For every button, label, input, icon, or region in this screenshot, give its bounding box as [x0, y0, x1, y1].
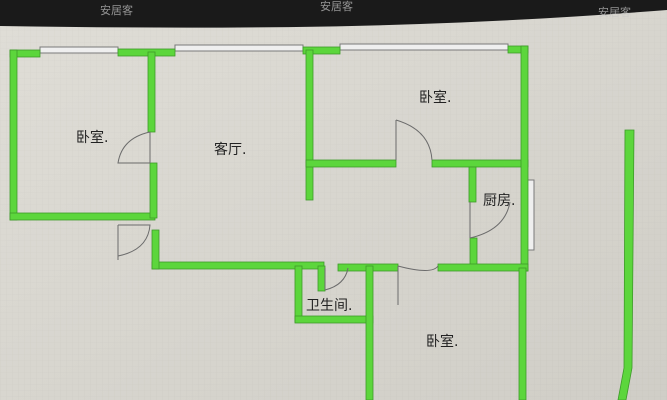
room-label-living-room: 客厅.	[214, 142, 247, 158]
room-label-bathroom: 卫生间.	[306, 298, 353, 314]
room-label-kitchen: 厨房.	[483, 193, 516, 209]
walls	[9, 45, 635, 400]
door-swing-icon	[117, 119, 511, 305]
watermark-text: 安居客	[100, 4, 133, 17]
watermark-text: 安居客	[320, 0, 353, 13]
screen-bezel	[0, 0, 667, 28]
room-label-bedroom-bottom: 卧室.	[426, 334, 459, 350]
room-label-bedroom-left: 卧室.	[76, 130, 109, 146]
watermark-text: 安居客	[598, 6, 631, 19]
room-label-bedroom-top-right: 卧室.	[419, 90, 452, 106]
